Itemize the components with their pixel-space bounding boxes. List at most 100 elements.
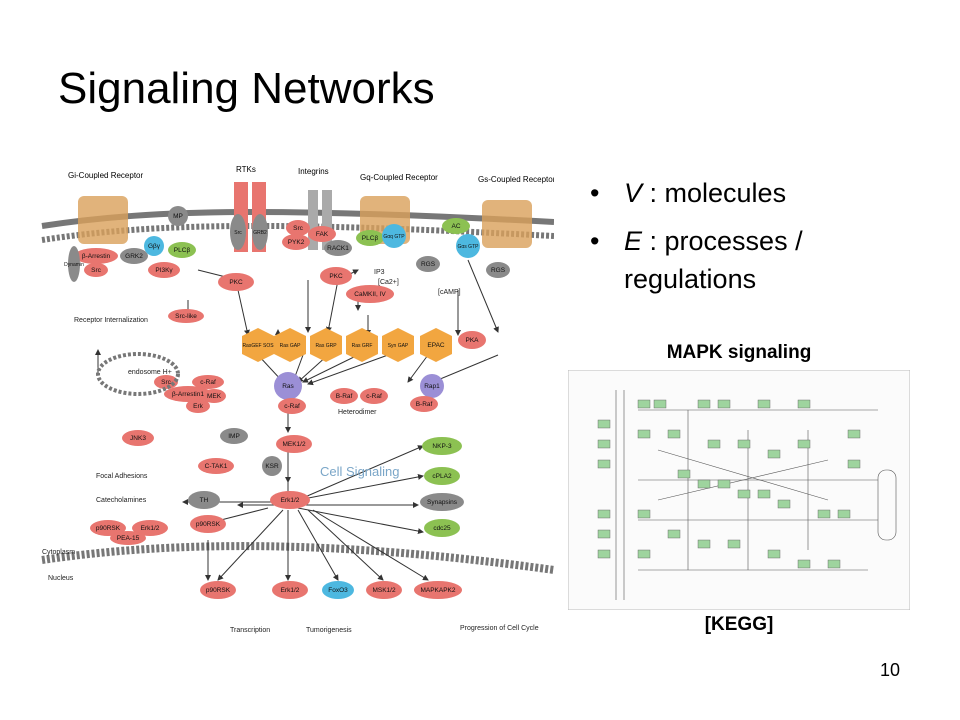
svg-text:AC: AC [451,223,460,230]
svg-text:EPAC: EPAC [427,342,445,349]
svg-text:p90RSK: p90RSK [206,587,231,594]
svg-text:PEA-15: PEA-15 [117,535,140,542]
svg-text:PLCβ: PLCβ [362,235,379,242]
bullet-dot-icon: • [590,178,600,208]
mapk-figure: MAPK signaling [KEGG] [566,338,912,638]
bullet-text: : molecules [642,178,787,208]
svg-text:FoxO3: FoxO3 [328,587,348,594]
svg-text:Gβγ: Gβγ [148,243,161,250]
svg-text:GRB2: GRB2 [253,230,267,236]
bullet-symbol: E [624,226,643,256]
svg-text:cPLA2: cPLA2 [432,473,452,480]
svg-text:Src: Src [91,267,102,274]
slide-number: 10 [880,660,901,680]
svg-text:PLCβ: PLCβ [174,247,191,254]
svg-text:C-TAK1: C-TAK1 [205,463,228,470]
svg-text:FAK: FAK [316,231,329,238]
bullet-dot-icon: • [590,226,600,256]
svg-text:Src: Src [161,379,172,386]
svg-text:Src: Src [293,225,304,232]
svg-text:p90RSK: p90RSK [96,525,121,532]
svg-text:Progression of Cell Cycle: Progression of Cell Cycle [460,625,539,632]
bullet-item: • V : molecules [590,174,930,212]
svg-text:Heterodimer: Heterodimer [338,409,377,416]
svg-text:IMP: IMP [228,433,240,440]
pathway-svg: Gi-Coupled Receptor RTKs Integrins Gq-Co… [41,165,556,634]
pathway-nodes [68,206,510,599]
svg-text:MSK1/2: MSK1/2 [372,587,396,594]
mapk-title: MAPK signaling [666,342,812,363]
svg-text:Gαs GTP: Gαs GTP [458,244,480,250]
svg-text:c-Raf: c-Raf [200,379,216,386]
svg-text:CaMKII, IV: CaMKII, IV [354,291,386,298]
svg-text:c-Raf: c-Raf [284,403,300,410]
svg-text:Nucleus: Nucleus [48,575,74,582]
receptor-label: Gs-Coupled Receptor [478,175,554,184]
receptor-label: Gi-Coupled Receptor [68,171,143,180]
svg-text:RGS: RGS [491,267,506,274]
svg-text:[cAMP]: [cAMP] [438,289,461,296]
svg-text:Ras GRF: Ras GRF [352,343,373,349]
svg-text:PYK2: PYK2 [288,239,305,246]
svg-text:Erk1/2: Erk1/2 [141,525,160,532]
svg-text:Tumorigenesis: Tumorigenesis [306,627,352,634]
svg-text:Ras GRP: Ras GRP [315,343,337,349]
svg-text:Synapsins: Synapsins [427,499,458,506]
svg-text:PKC: PKC [229,279,243,286]
svg-text:Catecholamines: Catecholamines [96,497,147,504]
svg-text:MP: MP [173,213,183,220]
svg-text:p90RSK: p90RSK [196,521,221,528]
svg-text:endosome H+: endosome H+ [128,369,172,376]
svg-text:RACK1: RACK1 [327,245,349,252]
svg-text:Dynamin: Dynamin [64,262,84,268]
svg-text:Rap1: Rap1 [424,383,440,390]
svg-text:RGS: RGS [421,261,436,268]
svg-text:Transcription: Transcription [230,627,270,634]
svg-text:Receptor Internalization: Receptor Internalization [74,317,148,324]
svg-text:Erk: Erk [193,403,204,410]
svg-text:Erk1/2: Erk1/2 [281,587,300,594]
svg-text:Syn GAP: Syn GAP [388,343,409,349]
svg-text:Cell Signaling: Cell Signaling [320,464,400,479]
bullet-list: • V : molecules • E : processes / regula… [590,174,930,298]
pathway-node-labels: β-Arrestin GRK2 Src Dynamin Gβγ PLCβ PI3… [64,213,506,594]
svg-text:B-Raf: B-Raf [416,401,433,408]
svg-text:cdc25: cdc25 [433,525,451,532]
signaling-pathway-diagram: Gi-Coupled Receptor RTKs Integrins Gq-Co… [38,160,556,646]
bullet-symbol: V [624,178,643,208]
svg-text:Focal Adhesions: Focal Adhesions [96,473,148,480]
svg-text:Src-like: Src-like [175,313,197,320]
svg-text:NKP-3: NKP-3 [432,443,452,450]
svg-text:[Ca2+]: [Ca2+] [378,279,399,286]
svg-text:MEK: MEK [207,393,222,400]
svg-text:IP3: IP3 [374,269,385,276]
svg-text:β-Arrestin1: β-Arrestin1 [172,391,204,398]
receptor-label: Gq-Coupled Receptor [360,173,438,182]
svg-text:c-Raf: c-Raf [366,393,382,400]
pathway-annotations: Receptor Internalization endosome H+ IP3… [42,269,539,634]
svg-text:Gαq GTP: Gαq GTP [383,234,405,240]
svg-text:TH: TH [200,497,209,504]
svg-text:Cytoplasm: Cytoplasm [42,549,75,556]
svg-text:β-Arrestin: β-Arrestin [82,253,111,260]
svg-text:PKA: PKA [465,337,479,344]
kegg-map-thumbnail [568,370,910,610]
svg-text:KSR: KSR [265,463,279,470]
kegg-source-label: [KEGG] [704,614,774,635]
svg-text:Src: Src [234,230,242,236]
svg-text:MEK1/2: MEK1/2 [282,441,306,448]
slide-title: Signaling Networks [58,64,435,113]
svg-text:GRK2: GRK2 [125,253,143,260]
bullet-text: : processes / regulations [624,226,803,294]
svg-text:Erk1/2: Erk1/2 [281,497,300,504]
svg-text:PKC: PKC [329,273,343,280]
svg-text:B-Raf: B-Raf [336,393,353,400]
svg-text:PI3Kγ: PI3Kγ [155,267,173,274]
svg-text:JNK3: JNK3 [130,435,146,442]
bullet-item: • E : processes / regulations [590,222,930,298]
svg-text:RasGEF SOS: RasGEF SOS [242,343,274,349]
receptor-label: RTKs [236,165,256,174]
svg-text:Ras GAP: Ras GAP [280,343,302,349]
receptor-label: Integrins [298,167,329,176]
svg-text:Ras: Ras [282,383,294,390]
